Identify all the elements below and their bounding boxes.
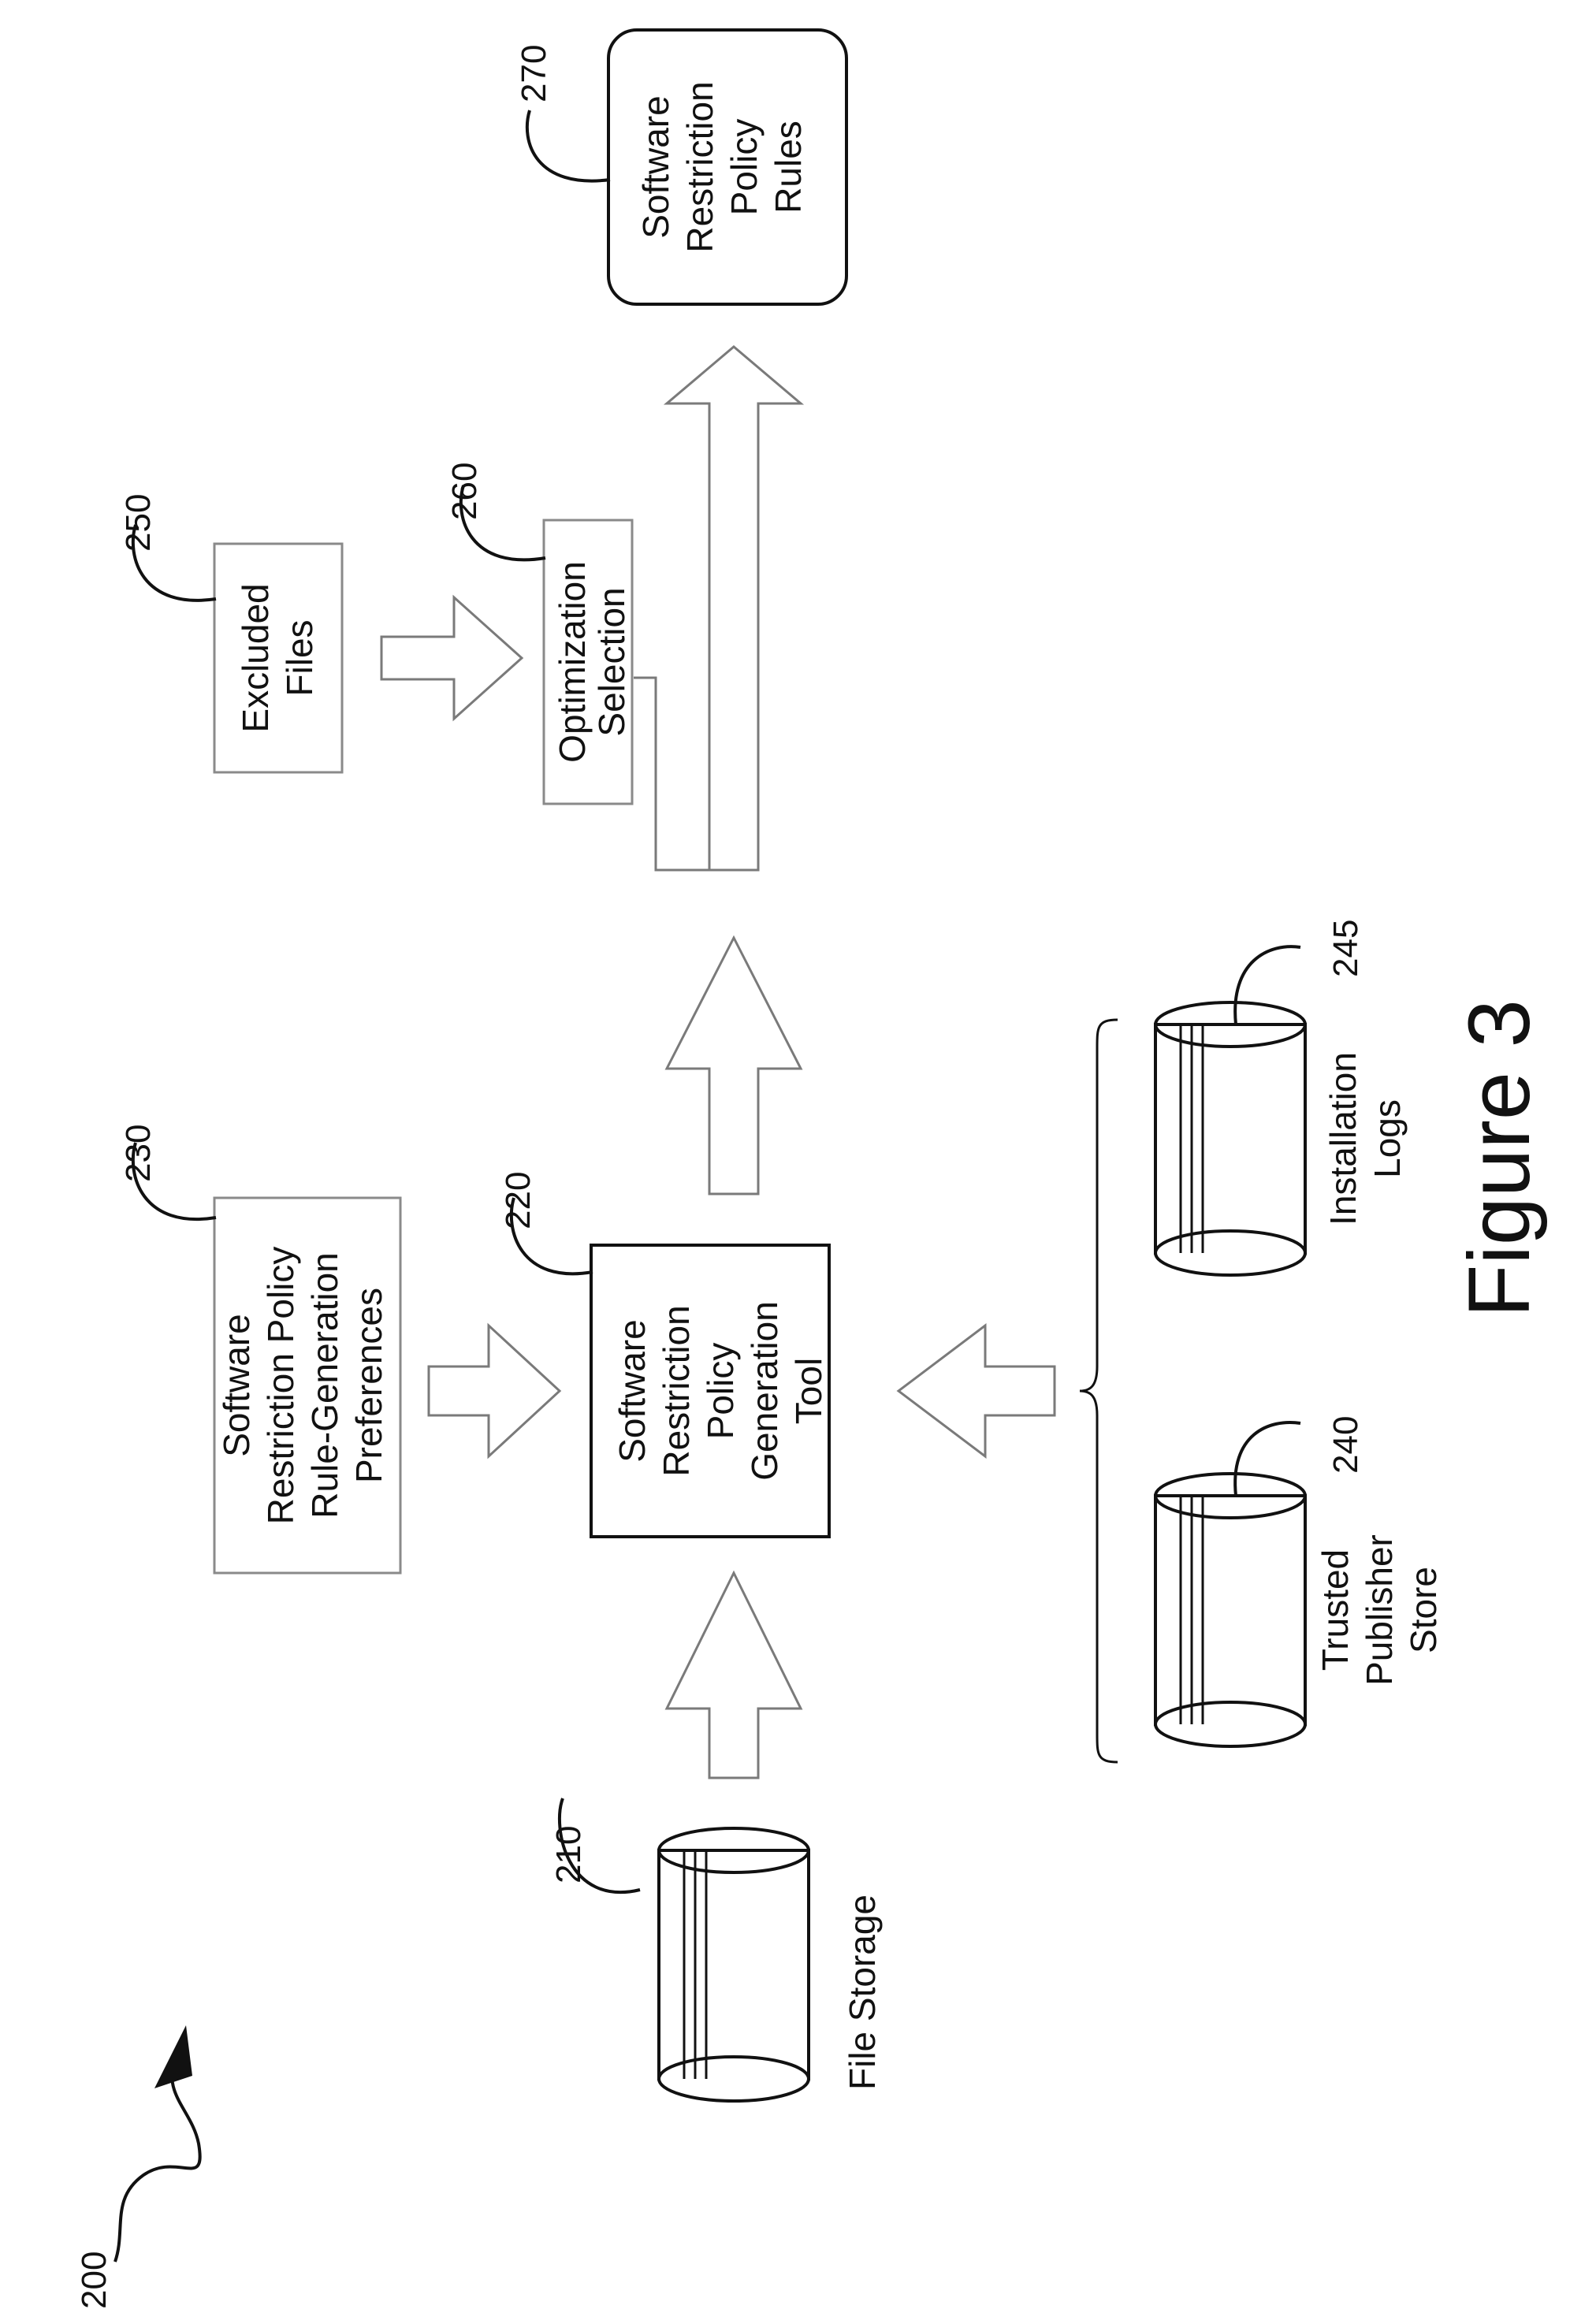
svg-text:Tool: Tool <box>788 1358 829 1424</box>
svg-text:Installation: Installation <box>1323 1052 1364 1225</box>
file-storage-label: File Storage <box>842 1895 883 2090</box>
optimization-selection-box <box>542 519 634 805</box>
optimization-selection-label: Optimization Selection <box>552 561 632 763</box>
arrow-sources-to-tool <box>896 1322 1056 1459</box>
excluded-files-leader <box>131 524 217 602</box>
svg-text:Store: Store <box>1403 1567 1444 1653</box>
arrow-tool-to-next <box>664 935 803 1195</box>
svg-text:Logs: Logs <box>1367 1099 1408 1178</box>
policy-rules-box <box>607 28 848 306</box>
policy-rules-label: Software Restriction Policy Rules <box>635 81 809 252</box>
svg-text:Preferences: Preferences <box>348 1288 389 1483</box>
svg-text:Trusted: Trusted <box>1315 1549 1356 1671</box>
arrow-storage-to-tool <box>664 1570 803 1779</box>
svg-text:Software: Software <box>635 95 676 239</box>
policy-rules-leader <box>525 110 611 183</box>
generation-tool-box <box>590 1244 831 1538</box>
svg-text:Rule-Generation: Rule-Generation <box>304 1252 345 1519</box>
installation-logs-number: 245 <box>1326 920 1365 977</box>
svg-text:Software: Software <box>612 1319 653 1463</box>
sources-brace <box>1079 1018 1118 1764</box>
trusted-publisher-store-cylinder <box>1154 1472 1307 1748</box>
trusted-publisher-store-number: 240 <box>1326 1416 1365 1474</box>
figure-reference-number: 200 <box>75 2251 113 2309</box>
svg-text:Rules: Rules <box>768 121 809 214</box>
trusted-publisher-store-leader <box>1233 1421 1301 1497</box>
svg-text:Software: Software <box>216 1314 257 1457</box>
optimization-selection-leader <box>459 485 546 562</box>
preferences-leader <box>131 1142 217 1221</box>
preferences-label: Software Restriction Policy Rule-Generat… <box>216 1247 389 1525</box>
figure-reference-squiggle <box>113 2064 202 2263</box>
svg-text:Restriction Policy: Restriction Policy <box>260 1247 301 1525</box>
svg-text:Files: Files <box>279 619 320 696</box>
svg-text:Generation: Generation <box>744 1301 785 1481</box>
arrow-to-policy-rules <box>663 345 805 872</box>
arrow-excluded-to-optimization <box>380 594 524 722</box>
generation-tool-label: Software Restriction Policy Generation T… <box>612 1301 829 1481</box>
preferences-box <box>213 1196 402 1575</box>
policy-rules-number: 270 <box>515 45 553 102</box>
installation-logs-label: Installation Logs <box>1323 1052 1408 1225</box>
optimization-selection-number: 260 <box>445 463 484 520</box>
installation-logs-cylinder <box>1154 1001 1307 1277</box>
svg-text:Publisher: Publisher <box>1359 1534 1400 1686</box>
file-storage-leader <box>557 1798 641 1894</box>
arrow-preferences-to-tool <box>427 1322 562 1459</box>
svg-text:Excluded: Excluded <box>235 583 276 732</box>
svg-text:Restriction: Restriction <box>679 81 720 252</box>
figure-caption: Figure 3 <box>1451 999 1548 1318</box>
excluded-files-number: 250 <box>119 494 158 552</box>
preferences-number: 230 <box>119 1125 158 1182</box>
generation-tool-leader <box>509 1197 593 1276</box>
excluded-files-label: Excluded Files <box>235 583 320 732</box>
installation-logs-leader <box>1233 945 1301 1025</box>
file-storage-number: 210 <box>549 1826 588 1883</box>
svg-text:Restriction: Restriction <box>656 1305 697 1476</box>
arrow-to-policy-rules-large <box>634 676 709 872</box>
svg-text:Optimization: Optimization <box>552 561 593 763</box>
figure-reference-arrowhead <box>154 2025 192 2088</box>
svg-text:Selection: Selection <box>591 587 632 736</box>
svg-text:Policy: Policy <box>724 119 765 216</box>
generation-tool-number: 220 <box>499 1172 538 1229</box>
excluded-files-box <box>213 542 344 774</box>
file-storage-cylinder <box>657 1827 810 2103</box>
trusted-publisher-store-label: Trusted Publisher Store <box>1315 1534 1444 1686</box>
svg-text:Policy: Policy <box>700 1343 741 1440</box>
